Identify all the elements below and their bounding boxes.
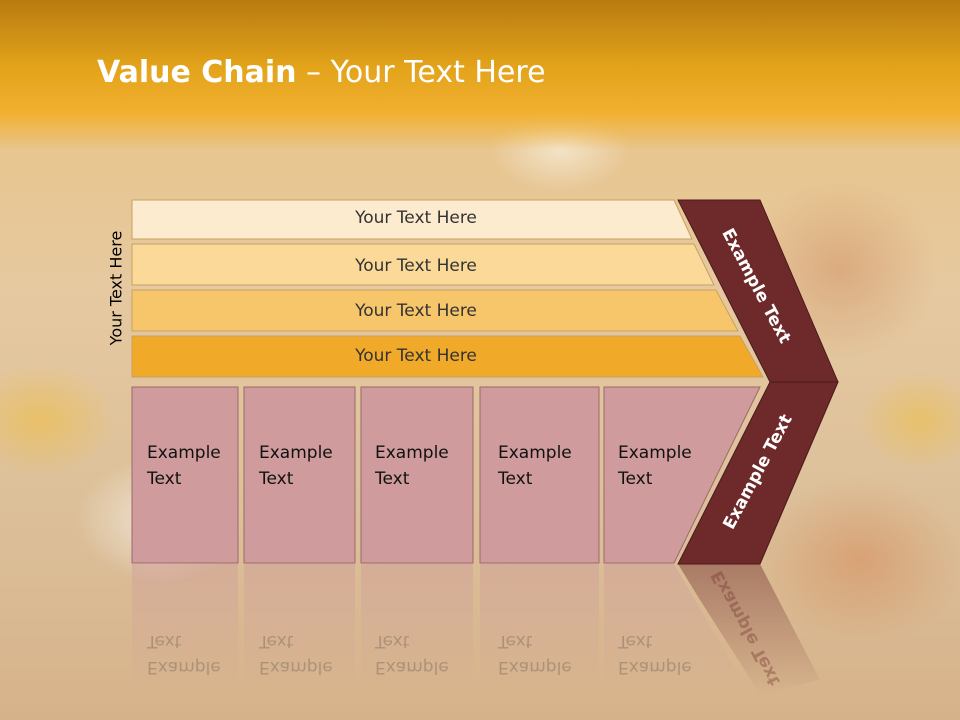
box-reflection bbox=[132, 564, 238, 694]
box-reflection bbox=[244, 564, 355, 694]
bar-3 bbox=[131, 289, 739, 332]
box-1-label: Example Text bbox=[147, 443, 221, 489]
box-5 bbox=[603, 386, 761, 564]
bar-2 bbox=[131, 243, 715, 286]
box-3 bbox=[360, 386, 474, 564]
box-2-label: Example Text bbox=[259, 443, 333, 489]
box-2-reflection-label: Example Text bbox=[259, 631, 333, 677]
bar-1-label: Your Text Here bbox=[355, 208, 477, 228]
box-4 bbox=[479, 386, 600, 564]
bar-4 bbox=[131, 335, 764, 378]
box-reflection bbox=[604, 564, 750, 694]
bar-4-label: Your Text Here bbox=[355, 346, 477, 366]
box-5-reflection-label: Example Text bbox=[618, 631, 692, 677]
header-band bbox=[0, 0, 960, 150]
bar-1 bbox=[131, 199, 693, 240]
box-4-label: Example Text bbox=[498, 443, 572, 489]
title-bold: Value Chain bbox=[97, 55, 297, 90]
box-4-reflection-label: Example Text bbox=[498, 631, 572, 677]
box-1-reflection-label: Example Text bbox=[147, 631, 221, 677]
chevron-reflection bbox=[678, 564, 820, 694]
box-reflection bbox=[361, 564, 473, 694]
title-rest: – Your Text Here bbox=[296, 55, 546, 90]
box-1 bbox=[131, 386, 239, 564]
bar-3-label: Your Text Here bbox=[355, 301, 477, 321]
box-5-label: Example Text bbox=[618, 443, 692, 489]
box-3-label: Example Text bbox=[375, 443, 449, 489]
chevron-lower bbox=[677, 381, 839, 565]
slide-title: Value Chain – Your Text Here bbox=[97, 55, 546, 90]
box-3-reflection-label: Example Text bbox=[375, 631, 449, 677]
box-2 bbox=[243, 386, 356, 564]
bar-2-label: Your Text Here bbox=[355, 256, 477, 276]
box-reflection bbox=[480, 564, 599, 694]
reflection-group bbox=[132, 564, 820, 694]
